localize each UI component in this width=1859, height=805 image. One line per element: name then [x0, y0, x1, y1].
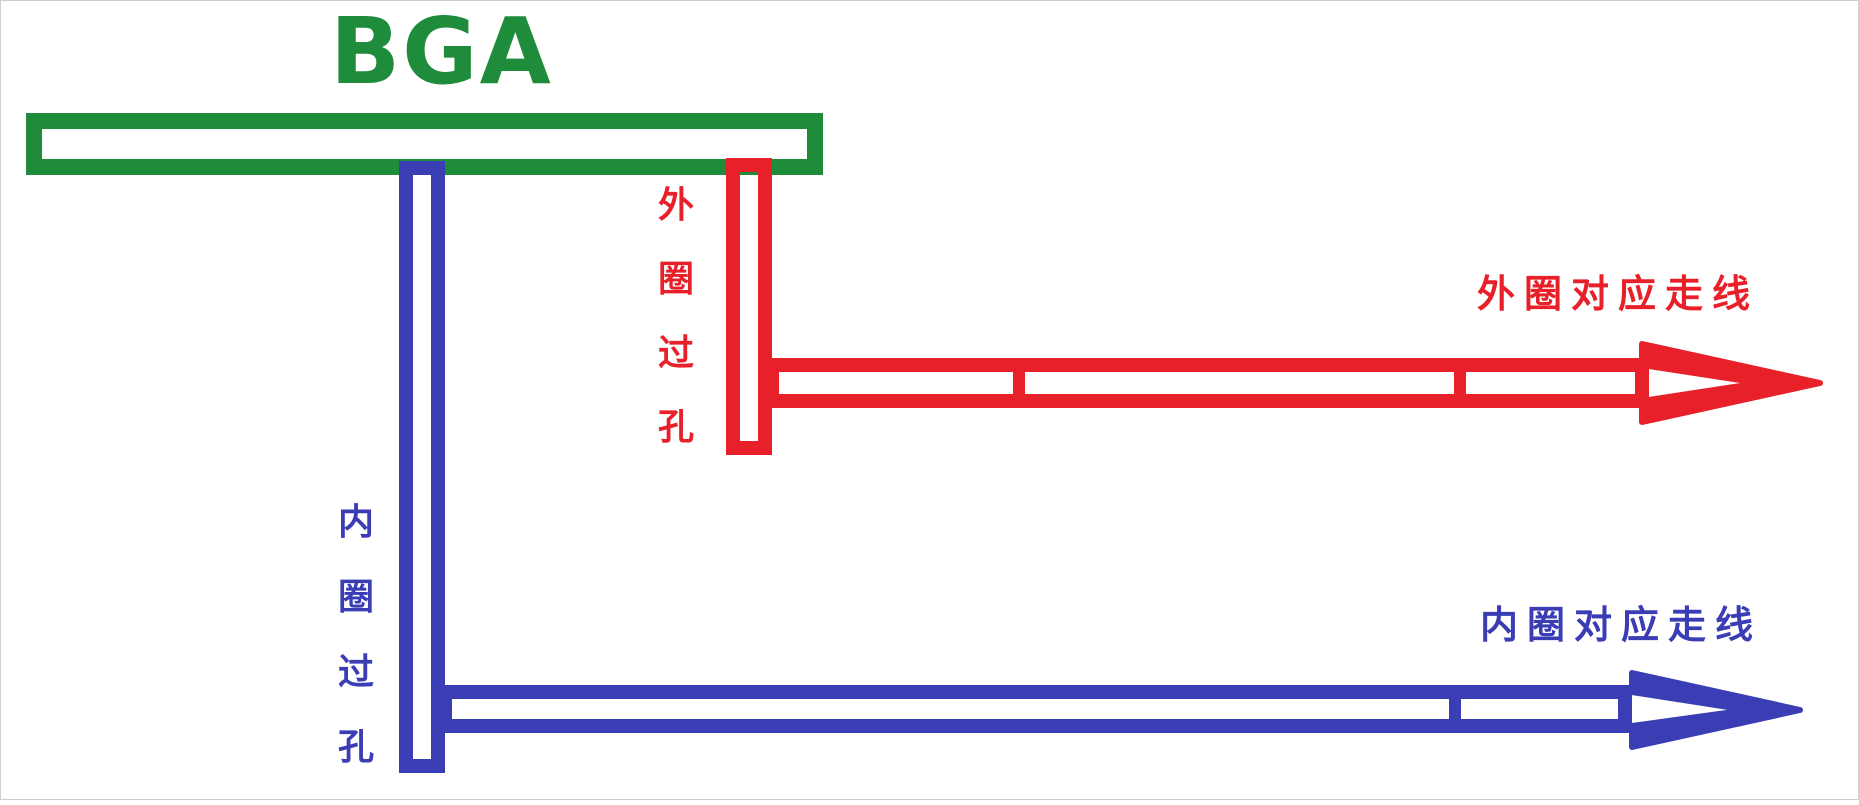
outer-via-label-char: 圈 — [658, 259, 695, 300]
inner-via — [399, 161, 445, 773]
inner-trace-label: 内圈对应走线 — [1480, 603, 1763, 647]
outer-via-label: 外 圈 过 孔 — [658, 188, 694, 484]
outer-via-label-char: 过 — [658, 333, 695, 374]
bga-title: BGA — [330, 0, 553, 105]
outer-via-label-char: 孔 — [658, 407, 695, 448]
inner-via-label-char: 圈 — [338, 577, 375, 618]
outer-trace — [765, 358, 1649, 408]
inner-arrowhead — [1629, 670, 1803, 750]
bga-package-bar — [26, 113, 823, 175]
outer-arrowhead — [1639, 341, 1823, 425]
inner-via-label-char: 过 — [338, 652, 375, 693]
inner-via-label: 内 圈 过 孔 — [338, 505, 374, 805]
outer-via-label-char: 外 — [658, 185, 695, 226]
outer-trace-label: 外圈对应走线 — [1477, 272, 1760, 316]
inner-via-label-char: 内 — [338, 502, 375, 543]
inner-via-label-char: 孔 — [338, 727, 375, 768]
inner-trace — [438, 685, 1632, 733]
outer-via — [726, 158, 772, 455]
